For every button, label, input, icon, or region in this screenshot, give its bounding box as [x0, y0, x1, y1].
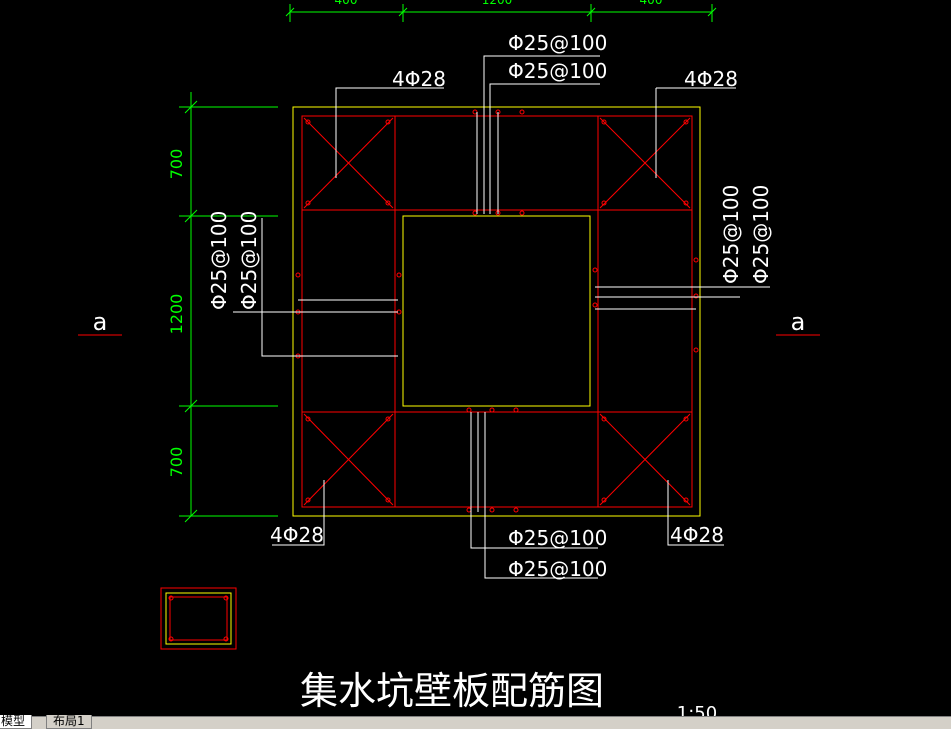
label-bar-top-1: Φ25@100	[508, 31, 607, 55]
pit-inner-opening[interactable]	[402, 215, 591, 407]
label-corner-bottom-right: 4Φ28	[670, 523, 724, 547]
drawing-title: 集水坑壁板配筋图	[300, 669, 604, 713]
section-legend-box	[160, 587, 237, 650]
dim-top-mid: 1200	[482, 0, 513, 7]
label-bar-bottom-1: Φ25@100	[508, 526, 607, 550]
label-bar-right-1: Φ25@100	[719, 185, 743, 284]
dim-top-left: 400	[335, 0, 358, 7]
tab-layout1[interactable]: 布局1	[46, 715, 92, 729]
leader-lines	[233, 55, 770, 579]
tab-model[interactable]: 模型	[0, 715, 33, 729]
label-corner-top-right: 4Φ28	[684, 67, 738, 91]
dim-left-mid: 1200	[167, 294, 186, 335]
label-bar-top-2: Φ25@100	[508, 59, 607, 83]
section-mark-right: a	[776, 308, 820, 336]
dim-top-right: 400	[640, 0, 663, 7]
section-mark-left: a	[78, 308, 122, 336]
label-bar-left-2: Φ25@100	[237, 211, 261, 310]
left-dimension	[179, 92, 278, 523]
label-bar-left-1: Φ25@100	[207, 211, 231, 310]
section-mark-right-text: a	[791, 308, 806, 336]
label-bar-right-2: Φ25@100	[749, 185, 773, 284]
dim-left-bot: 700	[167, 447, 186, 478]
layout-tab-bar: 模型 布局1	[0, 715, 951, 729]
top-dimension	[285, 4, 717, 22]
label-corner-top-left: 4Φ28	[392, 67, 446, 91]
section-mark-left-text: a	[93, 308, 108, 336]
label-corner-bottom-left: 4Φ28	[270, 523, 324, 547]
dim-left-top: 700	[167, 149, 186, 180]
label-bar-bottom-2: Φ25@100	[508, 557, 607, 581]
